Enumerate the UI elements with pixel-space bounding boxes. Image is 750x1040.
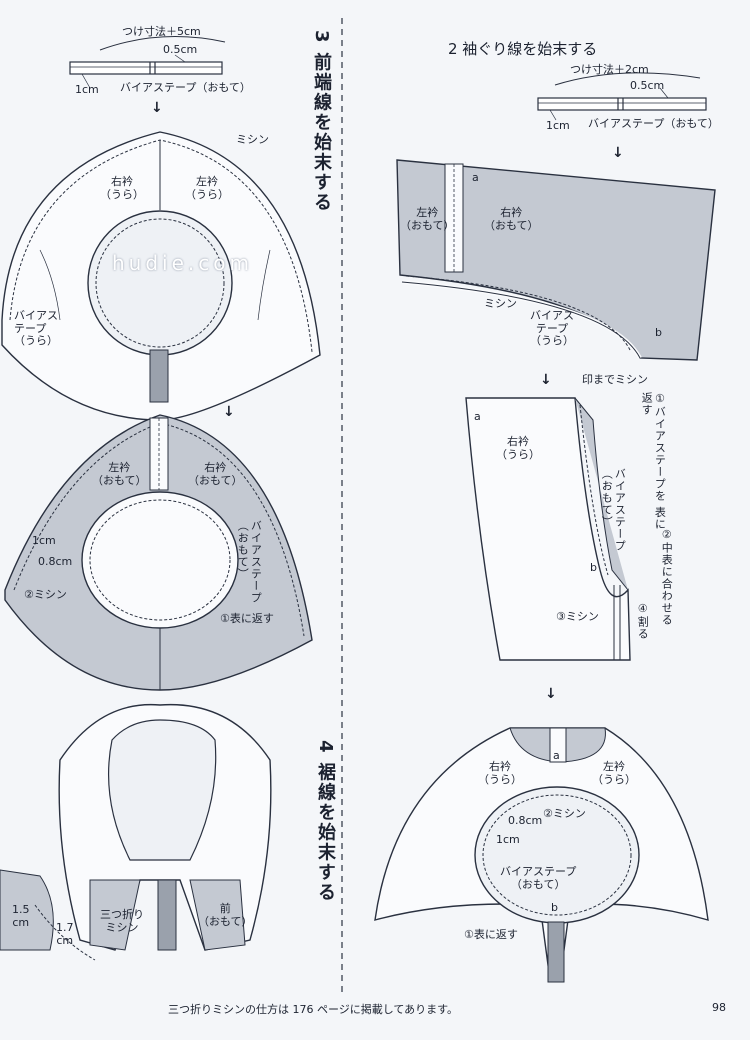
- split-step-label: ④割る: [636, 602, 650, 640]
- page-number: 98: [712, 1001, 726, 1014]
- watermark: hudie.com: [112, 251, 253, 275]
- turn-step-label: ①バイアステープを 表に返す: [640, 392, 667, 531]
- footer-note: 三つ折りミシンの仕方は 176 ページに掲載してあります。: [168, 1003, 459, 1016]
- front-label: 前 （おもて）: [198, 902, 253, 928]
- arrow-down-icon: ↓: [540, 372, 552, 388]
- tape-seam-label: 1cm: [546, 119, 570, 132]
- align-step-label: ②中表に合わせる: [660, 528, 674, 626]
- right-collar-label: 右衿 （うら）: [100, 175, 144, 201]
- right-collar-label: 右衿 （うら）: [496, 435, 540, 461]
- tape-fold-label: 0.5cm: [630, 79, 665, 92]
- fold-width-label: 1.7 cm: [56, 921, 74, 947]
- triple-fold-label: 三つ折り ミシン: [100, 908, 144, 934]
- bias-tape-label: バイアス テープ （うら）: [530, 309, 574, 348]
- bias-tape-label: バイアステープ （おもて）: [500, 865, 577, 891]
- arrow-down-icon: ↓: [151, 100, 163, 116]
- left-collar-label: 左衿 （おもて）: [92, 461, 147, 487]
- mark-b: b: [551, 901, 558, 914]
- tape-length-label: つけ寸法＋2cm: [570, 63, 649, 76]
- right-collar-label: 右衿 （おもて）: [188, 461, 243, 487]
- arrow-down-icon: ↓: [223, 404, 235, 420]
- mark-b: b: [655, 326, 662, 339]
- turn-step-label: ①表に返す: [464, 928, 518, 941]
- tape-fold-label: 0.5cm: [163, 43, 198, 56]
- armhole-step1-diagram: [396, 159, 716, 361]
- bias-tape-strip-armhole: [537, 72, 707, 121]
- left-collar-label: 左衿 （おもて）: [400, 206, 455, 232]
- bias-tape-label: バイアステープ （おもて）: [600, 468, 627, 552]
- mark-a: a: [474, 410, 481, 423]
- fold-width-label: 1.5 cm: [12, 903, 30, 929]
- sewing-step-label: ③ミシン: [556, 610, 599, 623]
- turn-step-label: ①表に返す: [220, 612, 274, 625]
- mark-a: a: [553, 749, 560, 762]
- heading-front-edge: 3 前端線を始末する: [311, 30, 332, 213]
- sewing-step-label: ②ミシン: [24, 588, 67, 601]
- tape-seam-label: 1cm: [75, 83, 99, 96]
- front-edge-step2-diagram: [4, 414, 313, 691]
- seam-allowance-label: 1cm: [496, 833, 520, 846]
- arrow-down-icon: ↓: [612, 145, 624, 161]
- tape-name-label: バイアステープ（おもて）: [588, 117, 719, 130]
- left-collar-label: 左衿 （うら）: [185, 175, 229, 201]
- sewing-label: ミシン: [236, 133, 269, 146]
- armhole-step2-diagram: [465, 397, 631, 661]
- seam-allowance-label: 1cm: [32, 534, 56, 547]
- bias-tape-strip-front: [69, 36, 226, 89]
- seam-allowance-label: 0.8cm: [508, 814, 543, 827]
- heading-hem: 4 裾線を始末する: [315, 740, 336, 903]
- mark-a: a: [472, 171, 479, 184]
- left-collar-label: 左衿 （うら）: [592, 760, 636, 786]
- mark-b: b: [590, 561, 597, 574]
- sewing-step-label: ②ミシン: [543, 807, 586, 820]
- seam-allowance-label: 0.8cm: [38, 555, 73, 568]
- heading-armhole: 2 袖ぐり線を始末する: [448, 40, 598, 58]
- sew-to-mark-label: 印までミシン: [582, 373, 648, 386]
- arrow-down-icon: ↓: [545, 686, 557, 702]
- armhole-step3-diagram: [374, 727, 709, 983]
- tape-name-label: バイアステープ（おもて）: [120, 81, 251, 94]
- bias-tape-label: バイアス テープ （うら）: [14, 309, 58, 348]
- bias-tape-label: バイアステープ （おもて）: [236, 520, 263, 604]
- front-edge-step1-diagram: [1, 131, 321, 421]
- sewing-label: ミシン: [484, 297, 517, 310]
- right-collar-label: 右衿 （うら）: [478, 760, 522, 786]
- right-collar-label: 右衿 （おもて）: [484, 206, 539, 232]
- hem-diagram: [0, 703, 272, 961]
- tape-length-label: つけ寸法＋5cm: [122, 25, 201, 38]
